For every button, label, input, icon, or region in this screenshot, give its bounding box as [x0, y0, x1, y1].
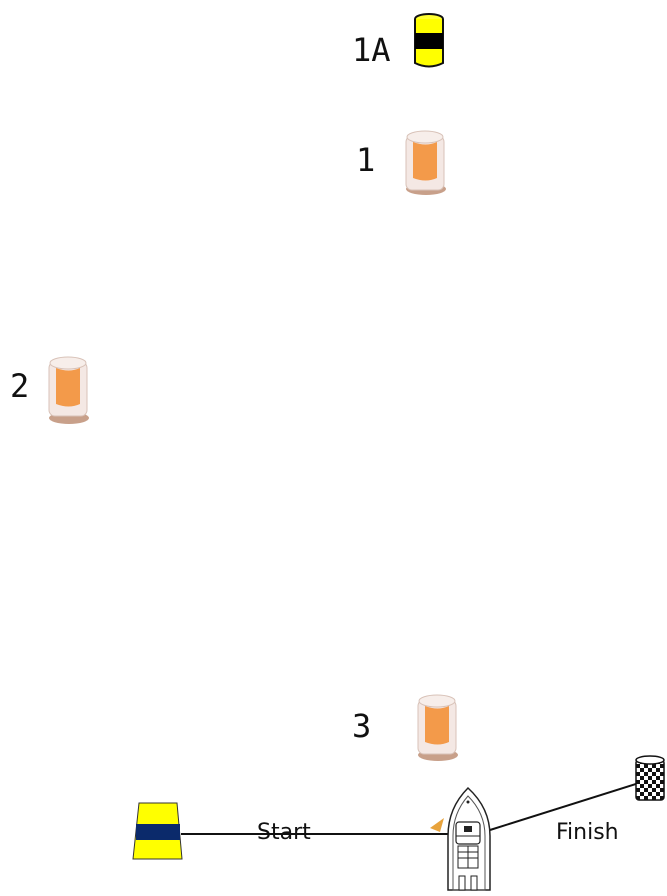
yellow-blue-band-start-buoy-icon	[133, 803, 182, 859]
checkered-finish-buoy-icon	[636, 756, 664, 800]
yellow-black-band-buoy-icon	[415, 14, 443, 67]
orange-cylinder-buoy-icon	[49, 357, 89, 424]
mark-1-label: 1	[356, 144, 375, 176]
mark-1a-label: 1A	[352, 34, 391, 66]
orange-cylinder-buoy-icon	[406, 131, 446, 195]
finish-line-label: Finish	[556, 822, 619, 844]
start-line-label: Start	[257, 822, 311, 844]
orange-cylinder-buoy-icon	[418, 695, 458, 761]
mark-3-label: 3	[352, 710, 371, 742]
committee-boat-icon	[430, 788, 490, 890]
mark-2-label: 2	[10, 370, 29, 402]
